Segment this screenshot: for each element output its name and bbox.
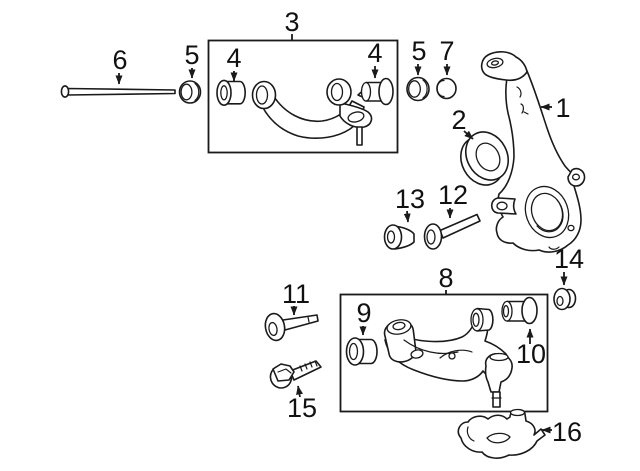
callout-1-label: 1 (555, 93, 570, 123)
callout-12-label: 12 (438, 180, 468, 210)
callout-1: 1 (540, 93, 571, 123)
cam-bolt-part (423, 213, 481, 250)
callout-2: 2 (451, 105, 474, 140)
callout-12: 12 (438, 180, 468, 219)
nut-part (553, 287, 577, 311)
callout-5-right-label: 5 (411, 36, 426, 66)
flange-bolt-part (269, 360, 322, 389)
bearing-ring-part (459, 131, 510, 186)
callout-9: 9 (356, 298, 372, 336)
upper-arm-bushing-right-part (357, 77, 394, 106)
callout-13-label: 13 (395, 184, 425, 214)
lower-arm-bushing-front-part (345, 337, 378, 366)
mount-bolt-part (264, 312, 319, 342)
bushing-outer-left-part (178, 80, 202, 104)
callout-3: 3 (284, 7, 300, 40)
bushing-outer-right-part (406, 76, 430, 102)
callout-8: 8 (438, 263, 454, 294)
callout-10-label: 10 (516, 339, 546, 369)
callouts: 6 5 3 4 4 5 7 1 (112, 7, 584, 447)
through-bolt-part (60, 85, 176, 98)
callout-6: 6 (112, 45, 128, 85)
callout-6-label: 6 (112, 45, 127, 75)
callout-5-left: 5 (184, 40, 200, 79)
cam-washer-part (383, 224, 415, 250)
callout-8-label: 8 (438, 263, 453, 293)
lower-arm-group-box (339, 293, 549, 413)
callout-15-label: 15 (287, 393, 317, 423)
callout-14: 14 (554, 244, 584, 286)
skid-bracket-part (457, 408, 546, 459)
callout-4-left: 4 (226, 43, 242, 82)
callout-14-label: 14 (554, 244, 584, 274)
callout-5-right: 5 (411, 36, 427, 76)
callout-4-left-label: 4 (226, 43, 241, 73)
callout-7: 7 (439, 36, 455, 76)
callout-13: 13 (395, 184, 425, 223)
seal-ring-part (436, 77, 457, 100)
callout-2-label: 2 (451, 105, 466, 135)
callout-16: 16 (541, 417, 582, 447)
callout-3-label: 3 (284, 7, 299, 37)
callout-11: 11 (282, 279, 310, 316)
callout-5-left-label: 5 (184, 40, 199, 70)
callout-4-right-label: 4 (367, 38, 382, 68)
callout-16-label: 16 (552, 417, 582, 447)
callout-4-right: 4 (367, 38, 383, 79)
lower-control-arm-part (383, 307, 513, 408)
callout-7-label: 7 (439, 36, 454, 66)
lower-arm-bushing-rear-part (501, 296, 538, 325)
callout-9-label: 9 (356, 298, 371, 328)
upper-control-arm-part (251, 78, 373, 146)
callout-11-label: 11 (282, 279, 310, 309)
callout-10: 10 (516, 328, 546, 369)
upper-arm-bushing-left-part (216, 79, 246, 107)
callout-15: 15 (287, 385, 317, 423)
steering-knuckle-part (480, 51, 586, 253)
upper-arm-group-box (207, 39, 399, 154)
